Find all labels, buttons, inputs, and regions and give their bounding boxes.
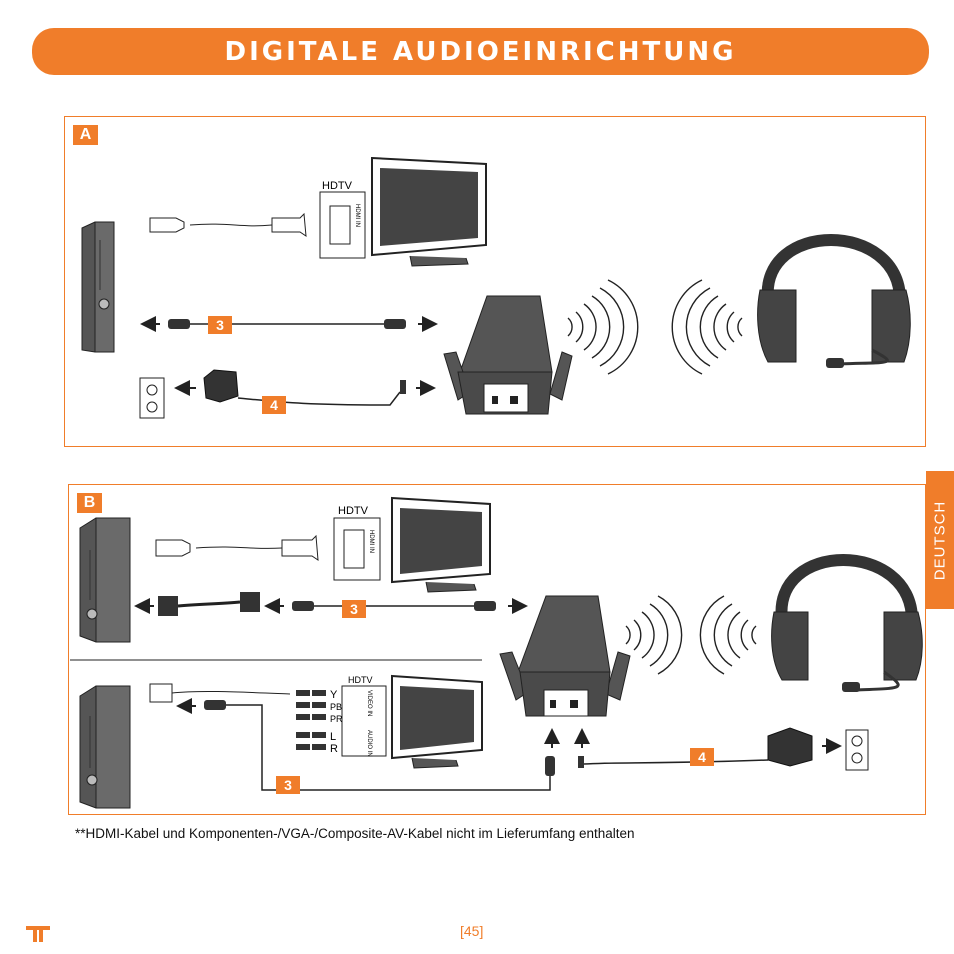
panel-b: B [68,484,926,815]
component-label: PB [330,702,342,712]
language-tab: DEUTSCH [926,471,954,609]
hdtv-icon [391,674,483,769]
hdmi-port-panel: HDMI IN [333,517,381,581]
page-header: DIGITALE AUDIOEINRICHTUNG [32,28,929,75]
xbox-console-icon [81,221,115,353]
audio-in-label: AUDIO IN [366,730,372,757]
wireless-signal-icon [699,595,757,675]
step-badge-3 [342,600,366,618]
optical-cable-icon [176,698,560,791]
hdtv-label: HDTV [348,675,373,685]
step-badge-3 [276,776,300,794]
hdtv-icon [371,156,487,267]
component-label: R [330,743,338,755]
hdmi-port-panel: HDMI IN [319,191,366,259]
step-number: 3 [350,601,358,617]
component-label: PR [330,714,343,724]
hdmi-cable-icon [155,534,319,561]
xbox-console-icon [79,517,131,643]
headset-icon [757,234,911,368]
optical-cable-icon [140,316,438,332]
av-port-panel: Y PB PR L R VIDEO IN AUDIO IN [330,685,387,757]
hdtv-icon [391,496,491,593]
panel-a: A [64,116,926,447]
component-label: L [330,731,336,743]
page-title: DIGITALE AUDIOEINRICHTUNG [224,36,737,67]
video-in-label: VIDEO IN [366,690,372,716]
power-adapter-icon [574,727,813,768]
wireless-signal-icon [567,279,639,375]
hdmi-cable-icon [149,212,307,237]
component-cable-icon [149,683,326,750]
wall-outlet-icon [845,729,869,771]
panel-a-label: A [73,125,98,145]
step-number: 3 [216,317,224,333]
step-badge-4 [262,396,286,414]
step-number: 3 [284,777,292,793]
component-label: Y [330,689,338,701]
headset-icon [771,554,923,692]
step-badge-3 [208,316,232,334]
optical-cable-icon [134,592,528,616]
xbox-console-icon [79,685,131,809]
transmitter-base-icon [443,295,573,415]
wireless-signal-icon [671,279,743,375]
hdmi-in-label: HDMI IN [368,530,374,553]
footnote: **HDMI-Kabel und Komponenten-/VGA-/Compo… [75,826,635,841]
hdtv-label: HDTV [322,180,353,192]
wall-outlet-icon [139,377,165,419]
hdmi-in-label: HDMI IN [354,204,360,227]
power-adapter-icon [203,369,436,406]
hdtv-label: HDTV [338,505,369,517]
step-number: 4 [270,397,278,413]
transmitter-base-icon [499,595,631,717]
wireless-signal-icon [625,595,683,675]
step-badge-4 [690,748,714,766]
page-number: [45] [460,923,484,939]
step-number: 4 [698,749,706,765]
brand-logo-icon [26,926,50,942]
panel-b-label: B [77,493,102,513]
